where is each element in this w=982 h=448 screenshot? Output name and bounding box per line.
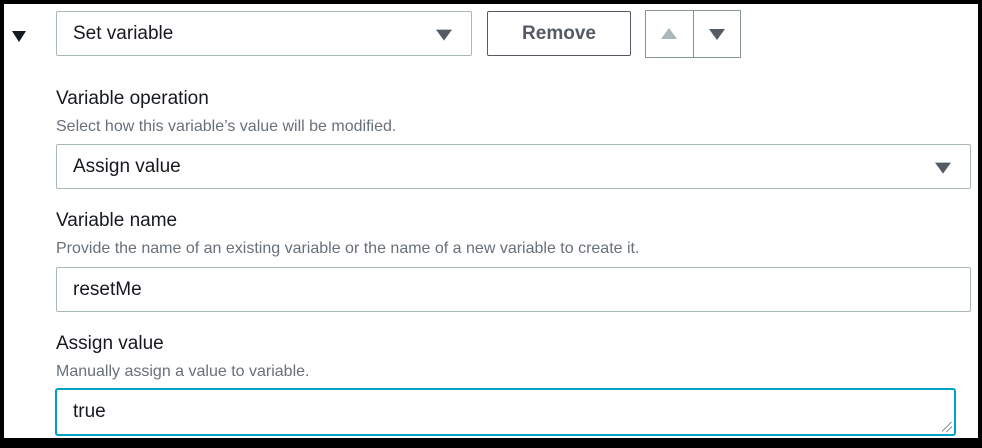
action-type-value: Set variable	[73, 22, 174, 44]
chevron-down-icon	[935, 162, 951, 174]
variable-name-description: Provide the name of an existing variable…	[56, 240, 640, 257]
action-type-select[interactable]: Set variable	[56, 11, 472, 56]
resize-handle-icon[interactable]	[942, 422, 952, 432]
variable-operation-select[interactable]: Assign value	[56, 144, 971, 189]
reorder-button-group	[645, 10, 741, 58]
collapse-caret-icon[interactable]	[12, 31, 26, 42]
variable-operation-value: Assign value	[73, 155, 181, 177]
triangle-down-icon	[708, 29, 725, 41]
variable-name-label: Variable name	[56, 210, 178, 231]
set-variable-step-panel: Set variable Remove Variable operation S…	[4, 4, 978, 438]
assign-value-description: Manually assign a value to variable.	[56, 363, 310, 380]
assign-value-value: true	[73, 401, 106, 422]
assign-value-label: Assign value	[56, 333, 164, 354]
move-up-button[interactable]	[646, 11, 693, 57]
chevron-down-icon	[436, 29, 452, 41]
move-down-button[interactable]	[692, 11, 741, 57]
variable-operation-label: Variable operation	[56, 88, 209, 109]
remove-button[interactable]: Remove	[487, 11, 631, 56]
variable-operation-description: Select how this variable’s value will be…	[56, 118, 397, 135]
triangle-up-icon	[661, 27, 678, 39]
variable-name-value: resetMe	[73, 278, 142, 300]
assign-value-textarea[interactable]: true	[55, 388, 956, 436]
variable-name-input[interactable]: resetMe	[56, 267, 971, 312]
